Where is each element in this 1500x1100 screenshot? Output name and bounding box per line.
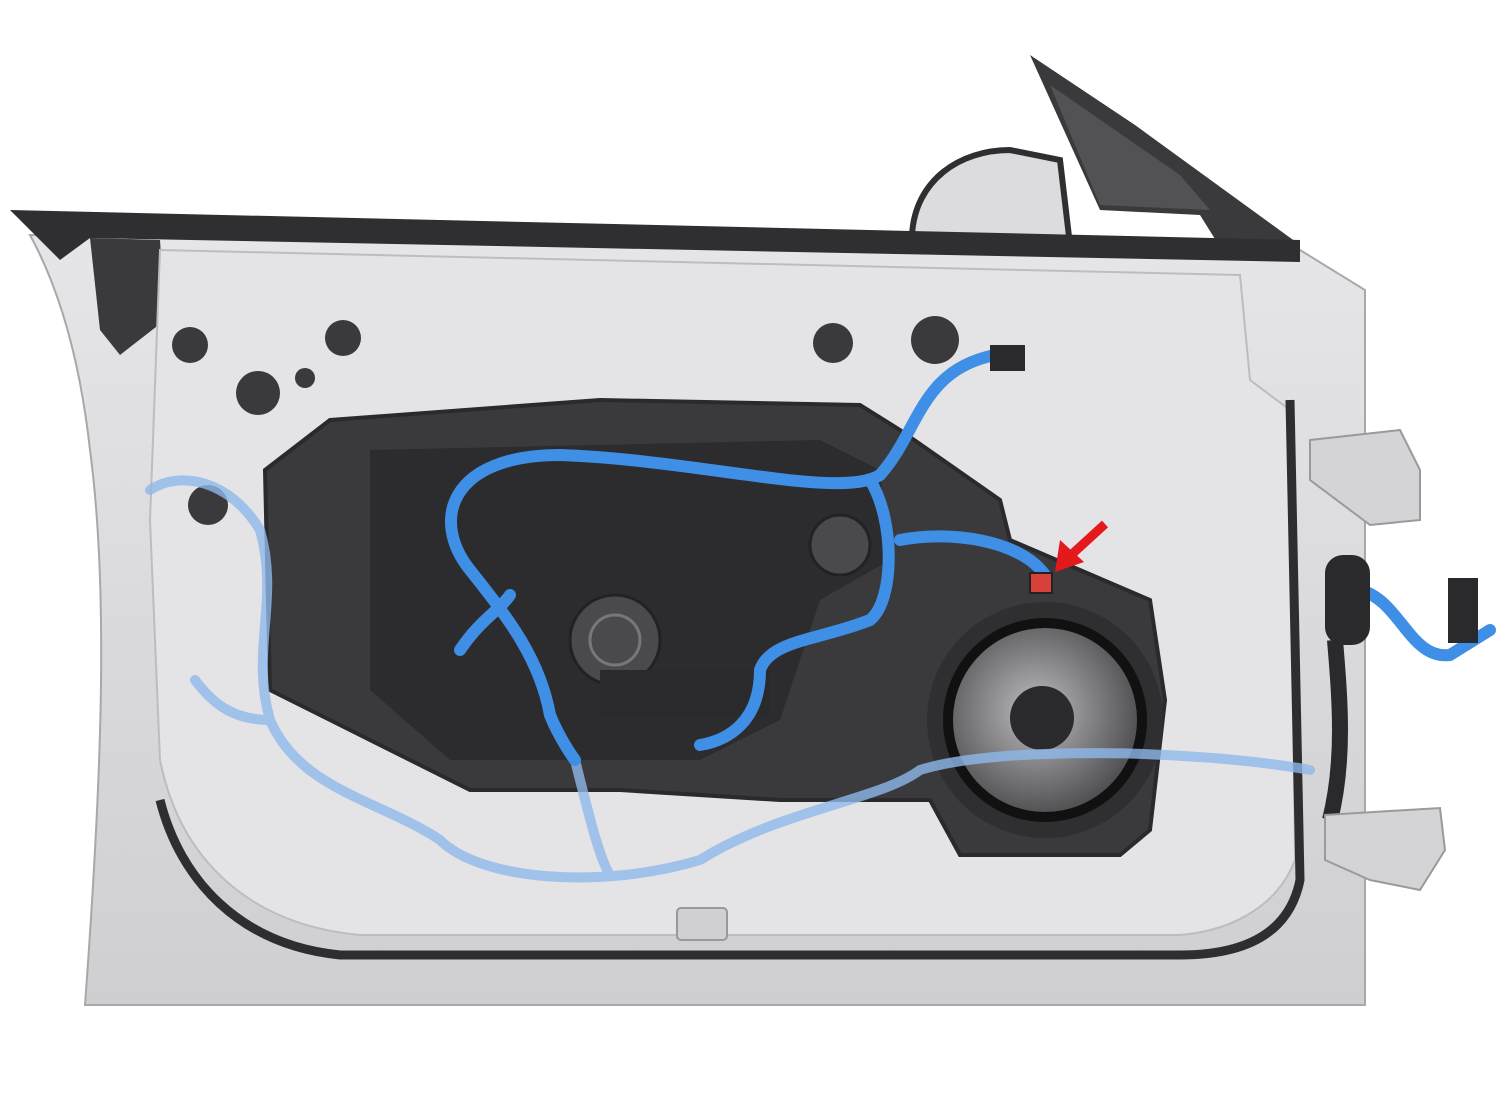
speaker-electrical-connector	[1029, 572, 1053, 594]
door-harness-connector	[1448, 578, 1478, 643]
wire-harness-hidden	[145, 475, 1315, 883]
door-harness-grommet	[1325, 555, 1370, 645]
harness-conduit	[1322, 639, 1348, 822]
drain-clip	[676, 907, 728, 941]
wire-harness	[445, 349, 1496, 766]
door-seal	[155, 399, 1305, 960]
arrow-icon	[1055, 520, 1109, 572]
window-motor	[568, 593, 770, 715]
window-frame-strip	[10, 210, 1300, 262]
panel-plugs	[172, 316, 959, 525]
lock-motor-gear	[808, 513, 872, 577]
loudspeaker	[927, 602, 1163, 838]
harness-connector	[990, 345, 1025, 371]
side-mirror	[908, 55, 1300, 380]
door-hinges	[1309, 428, 1447, 892]
